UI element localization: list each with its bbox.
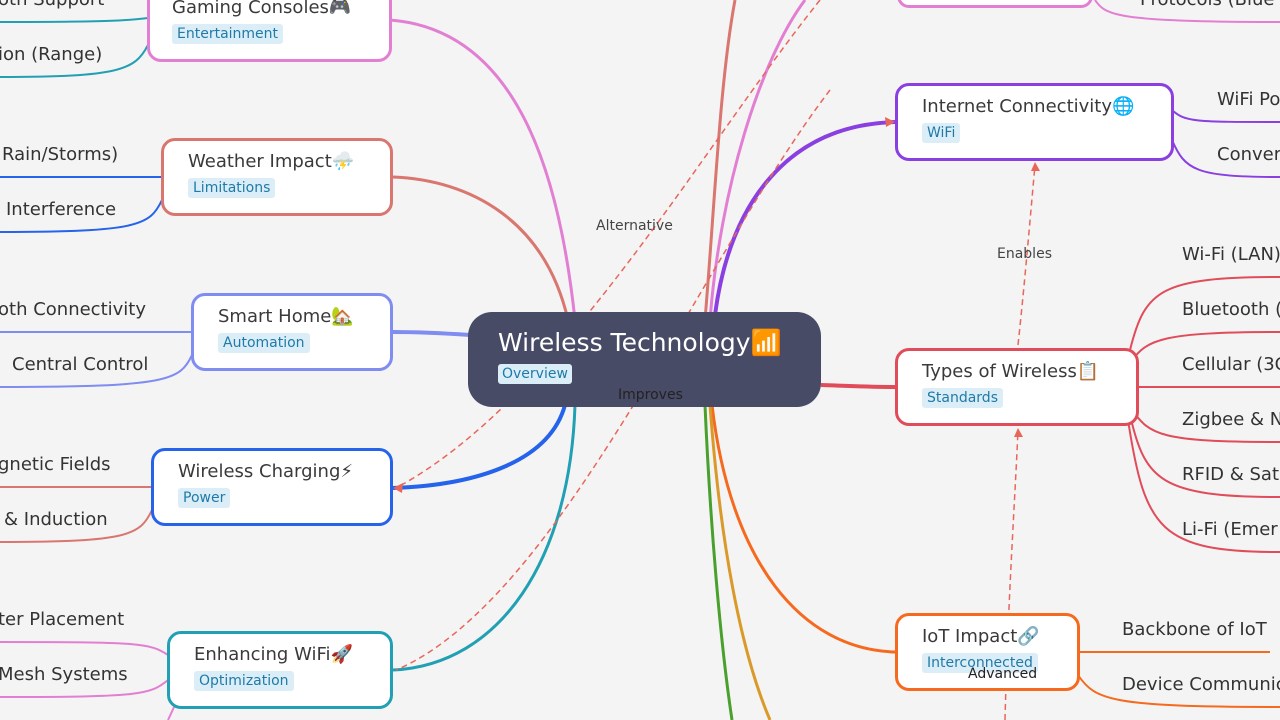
leaf-top-right[interactable]: Protocols (Blue (1140, 0, 1275, 10)
leaf-line-internet-1 (1171, 109, 1280, 123)
node-title: Weather Impact⛈️ (188, 151, 355, 172)
arrowhead-types-bottom (1014, 428, 1023, 437)
leaf-weather-2[interactable]: Interference (6, 199, 117, 220)
branch-weather (392, 175, 570, 321)
node-enhancing-wifi[interactable]: Enhancing WiFi🚀 Optimization (167, 631, 393, 709)
node-tag: WiFi (922, 123, 961, 143)
leaf-types-1[interactable]: Wi-Fi (LAN) (1182, 244, 1280, 265)
leaf-line-gaming-2 (0, 44, 149, 78)
leaf-line-gaming-1 (0, 17, 149, 23)
node-tag: Interconnected (922, 653, 1038, 673)
arrowhead-charging (393, 483, 403, 493)
node-tag: Automation (218, 333, 310, 353)
partial-node-top-right[interactable] (897, 0, 1093, 8)
leaf-types-6[interactable]: Li-Fi (Emer (1182, 519, 1278, 540)
leaf-charging-1[interactable]: gnetic Fields (0, 454, 111, 475)
leaf-line-iot-2 (1077, 674, 1280, 708)
leaf-weather-1[interactable]: Rain/Storms) (2, 144, 119, 165)
leaf-line-types-4 (1131, 409, 1280, 443)
branch-smarthome (392, 330, 471, 337)
leaf-wifi-1[interactable]: ter Placement (0, 609, 125, 630)
relation-alternative (395, 0, 821, 489)
leaf-smarthome-1[interactable]: oth Connectivity (0, 299, 146, 320)
node-title: Smart Home🏡 (218, 306, 354, 327)
leaf-iot-2[interactable]: Device Communic (1122, 674, 1280, 695)
node-tag: Standards (922, 388, 1003, 408)
node-title: IoT Impact🔗 (922, 626, 1040, 647)
node-tag: Limitations (188, 178, 276, 198)
edge-label-improves: Improves (618, 387, 683, 403)
node-weather-impact[interactable]: Weather Impact⛈️ Limitations (161, 138, 393, 216)
leaf-line-types-6 (1127, 419, 1280, 553)
branch-wifi-enh (392, 404, 577, 672)
leaf-line-smarthome-2 (0, 354, 193, 388)
node-title: Types of Wireless📋 (922, 361, 1100, 382)
node-types-of-wireless[interactable]: Types of Wireless📋 Standards (895, 348, 1139, 426)
branch-iot (710, 404, 897, 654)
leaf-types-4[interactable]: Zigbee & N (1182, 409, 1280, 430)
leaf-smarthome-2[interactable]: Central Control (12, 354, 149, 375)
node-smart-home[interactable]: Smart Home🏡 Automation (191, 293, 393, 371)
leaf-wifi-2[interactable]: Mesh Systems (0, 664, 128, 685)
leaf-line-wifi-1 (0, 641, 169, 656)
leaf-charging-2[interactable]: & Induction (4, 509, 108, 530)
leaf-types-5[interactable]: RFID & Sat (1182, 464, 1280, 485)
node-tag: Optimization (194, 671, 294, 691)
node-title: Gaming Consoles🎮 (172, 0, 352, 18)
branch-top-red (703, 0, 737, 321)
edge-label-alternative: Alternative (596, 218, 673, 234)
branch-bottom-gold (708, 404, 772, 720)
leaf-line-types-5 (1129, 414, 1280, 498)
node-title: Internet Connectivity🌐 (922, 96, 1135, 117)
leaf-gaming-2[interactable]: ion (Range) (0, 44, 103, 65)
leaf-line-charging-2 (0, 509, 153, 543)
leaf-line-internet-2 (1171, 139, 1280, 178)
node-title: Enhancing WiFi🚀 (194, 644, 353, 665)
arrowhead-internet (885, 117, 895, 127)
node-internet-connectivity[interactable]: Internet Connectivity🌐 WiFi (895, 83, 1174, 161)
branch-gaming (389, 18, 577, 321)
leaf-types-2[interactable]: Bluetooth ( (1182, 299, 1280, 320)
leaf-line-weather-2 (0, 199, 163, 233)
leaf-line-types-2 (1131, 331, 1280, 361)
leaf-line-types-1 (1129, 276, 1280, 351)
leaf-gaming-1[interactable]: oth Support (0, 0, 104, 10)
leaf-internet-1[interactable]: WiFi Po (1217, 89, 1280, 110)
node-wireless-charging[interactable]: Wireless Charging⚡ Power (151, 448, 393, 526)
node-iot-impact[interactable]: IoT Impact🔗 Interconnected (895, 613, 1080, 691)
leaf-line-wifi-2 (0, 679, 169, 698)
node-tag: Entertainment (172, 24, 284, 44)
leaf-types-3[interactable]: Cellular (3G (1182, 354, 1280, 375)
relation-enables (1017, 164, 1036, 346)
branch-internet (713, 120, 896, 316)
node-tag: Power (178, 488, 231, 508)
edge-label-enables: Enables (997, 246, 1052, 262)
central-node[interactable]: Wireless Technology📶 Overview (468, 312, 821, 407)
leaf-internet-2[interactable]: Conver (1217, 144, 1280, 165)
node-title: Wireless Charging⚡ (178, 461, 354, 482)
arrowhead-internet-bottom (1031, 162, 1040, 171)
branch-bottom-green (703, 404, 734, 720)
edge-label-advanced: Advanced (968, 666, 1038, 682)
leaf-iot-1[interactable]: Backbone of IoT (1122, 619, 1267, 640)
central-tag: Overview (498, 364, 572, 384)
node-gaming-consoles[interactable]: Gaming Consoles🎮 Entertainment (147, 0, 392, 62)
branch-charging (392, 404, 567, 490)
branch-types (820, 383, 898, 389)
central-title: Wireless Technology📶 (498, 328, 782, 357)
leaf-line-topright (1094, 0, 1280, 23)
